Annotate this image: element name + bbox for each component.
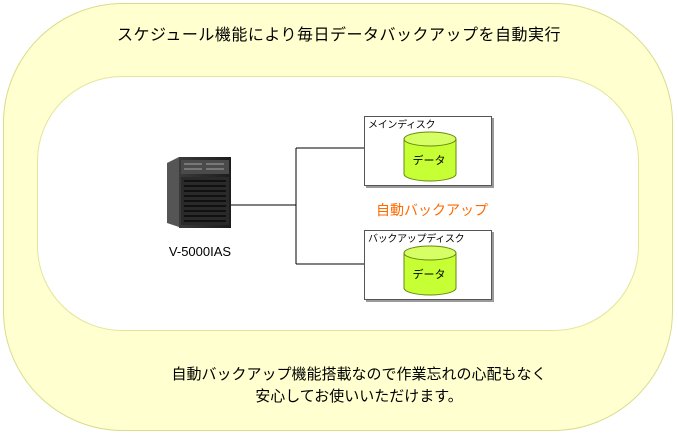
inner-rounded-panel [37,76,639,331]
main-disk-box: メインディスク データ [364,116,492,186]
auto-backup-label: 自動バックアップ [376,203,488,219]
database-cylinder-icon [403,245,457,296]
bottom-description: 自動バックアップ機能搭載なので作業忘れの心配もなく 安心してお使いいただけます。 [139,363,579,407]
bottom-text-line2: 安心してお使いいただけます。 [255,387,463,405]
server-label: V-5000IAS [168,244,232,259]
bottom-text-line1: 自動バックアップ機能搭載なので作業忘れの心配もなく [171,365,547,383]
top-title: スケジュール機能により毎日データバックアップを自動実行 [116,25,562,44]
main-disk-title: メインディスク [368,120,436,131]
backup-disk-data-label: データ [412,268,446,281]
database-cylinder-icon [403,131,457,182]
backup-disk-box: バックアップディスク データ [364,230,492,300]
main-disk-data-label: データ [412,154,446,167]
tower-server-icon [167,157,231,228]
backup-disk-title: バックアップディスク [368,234,465,245]
